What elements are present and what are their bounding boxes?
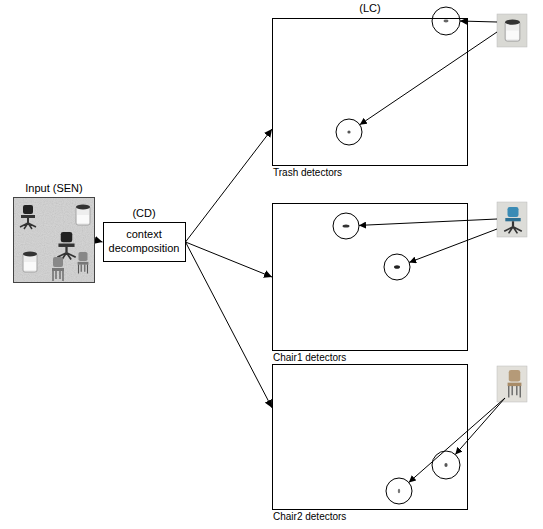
trash-thumbnail-object	[505, 20, 520, 42]
pointer-arrow	[409, 229, 497, 262]
pointer-arrow	[460, 21, 497, 22]
detection-circle	[432, 451, 460, 479]
pointer-arrow	[455, 398, 505, 455]
box-caption: Chair1 detectors	[273, 352, 346, 364]
chair1-thumbnail-object	[504, 207, 522, 233]
box-caption: Trash detectors	[273, 167, 342, 179]
detection-circle	[333, 213, 359, 239]
detector-map: Trash detectors	[272, 18, 468, 166]
trash-object	[23, 252, 37, 273]
detection-circle	[432, 7, 460, 35]
chair2-object	[78, 252, 89, 274]
detection-circle	[384, 254, 410, 280]
flow-arrow	[186, 242, 273, 408]
detection-blob	[347, 130, 350, 133]
detection-blob	[444, 20, 449, 23]
trash-object	[76, 205, 90, 226]
flow-arrow	[186, 242, 273, 277]
chair1-object	[20, 205, 36, 229]
input-noise	[13, 197, 95, 283]
detection-circle	[336, 119, 362, 145]
detection-circle	[386, 478, 412, 504]
chair1-object	[57, 232, 75, 260]
trash-thumbnail	[497, 14, 527, 47]
chair2-thumbnail-object	[508, 370, 522, 398]
box-text: context decomposition	[109, 228, 180, 256]
process-box: (CD)context decomposition	[103, 222, 186, 262]
detection-blob	[343, 224, 350, 227]
flow-arrow	[95, 240, 103, 242]
detection-blob	[398, 489, 400, 493]
box-heading: Input (SEN)	[25, 182, 82, 195]
input-image: Input (SEN)	[13, 197, 95, 283]
pointer-arrow	[360, 32, 497, 125]
pointer-arrow	[359, 219, 497, 225]
chair2-thumbnail	[497, 366, 527, 402]
input-ground	[13, 197, 95, 283]
flow-arrow	[186, 129, 273, 242]
box-caption: Chair2 detectors	[273, 511, 346, 523]
box-heading: (CD)	[132, 207, 155, 220]
pointer-arrows	[359, 21, 505, 482]
stage-label: (LC)	[359, 2, 380, 14]
detector-map: Chair1 detectors	[272, 203, 468, 351]
detector-map: Chair2 detectors	[272, 364, 468, 510]
detection-blob	[444, 463, 447, 467]
chair2-object	[52, 257, 64, 281]
chair1-thumbnail	[497, 202, 527, 237]
detection-blob	[394, 265, 400, 269]
pointer-arrow	[409, 398, 505, 482]
